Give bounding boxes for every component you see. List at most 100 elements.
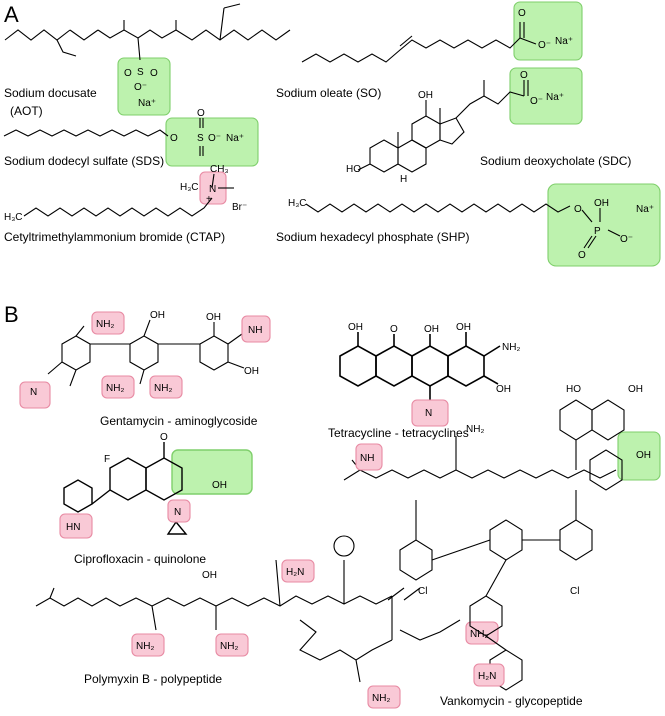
tetracycline-nh2: NH₂ <box>502 342 520 353</box>
vankomycin-oh-1: OH <box>636 450 651 461</box>
shp-oh: OH <box>594 198 609 209</box>
gentamycin-oh-3: OH <box>244 366 259 377</box>
so-o-minus: O⁻ <box>538 40 551 51</box>
sdc-structure <box>357 67 583 173</box>
tetracycline-oh-3: OH <box>456 322 471 333</box>
polymyxin-nh2-4: NH₂ <box>470 629 488 640</box>
shp-na: Na⁺ <box>636 204 654 215</box>
ciprofloxacin-caption: Ciprofloxacin - quinolone <box>74 552 207 566</box>
tetracycline-n: N <box>425 408 432 419</box>
aot-s-atom: S <box>137 67 144 78</box>
gentamycin-nh-highlight-2 <box>19 381 51 409</box>
shp-h3c: H₃C <box>288 198 307 209</box>
ctap-ch3: CH₃ <box>210 164 229 175</box>
sds-o-minus: O⁻ <box>208 133 221 144</box>
sds-s-atom: S <box>197 133 204 144</box>
sdc-h: H <box>400 174 407 185</box>
ctap-h3c: H₃C <box>180 182 199 193</box>
aot-o-atom-2: O <box>150 68 158 79</box>
aot-anionic-highlight <box>117 57 171 116</box>
tetracycline-structure <box>339 332 501 402</box>
ciprofloxacin-oh: OH <box>212 480 227 491</box>
gentamycin-nh2-highlight-3 <box>149 375 183 399</box>
shp-anionic-highlight <box>547 183 661 267</box>
sds-anionic-highlight <box>165 117 259 167</box>
ctap-h3c-tail: H₃C <box>4 212 23 223</box>
sdc-name: Sodium deoxycholate (SDC) <box>480 154 632 168</box>
shp-name: Sodium hexadecyl phosphate (SHP) <box>276 230 470 244</box>
gentamycin-nh-2: N <box>30 387 37 398</box>
vankomycin-nh-highlight <box>355 443 383 471</box>
sdc-o-atom: O <box>520 70 528 81</box>
polymyxin-oh: OH <box>202 570 217 581</box>
gentamycin-caption: Gentamycin - aminoglycoside <box>100 414 258 428</box>
vankomycin-cooh-highlight <box>617 431 661 481</box>
tetracycline-amine-highlight <box>411 399 449 427</box>
ctap-br: Br⁻ <box>232 202 247 213</box>
polymyxin-nh2-highlight-1 <box>281 559 315 583</box>
ciprofloxacin-cooh-highlight <box>171 449 253 495</box>
gentamycin-nh2-highlight-1 <box>91 311 125 335</box>
aot-na: Na⁺ <box>138 98 156 109</box>
vankomycin-oh-2: OH <box>628 384 643 395</box>
polymyxin-nh2-highlight-5 <box>367 685 401 709</box>
polymyxin-structure <box>35 535 461 683</box>
aot-o-atom-1: O <box>124 68 132 79</box>
gentamycin-nh2-3: NH₂ <box>154 383 172 394</box>
gentamycin-oh-2: OH <box>206 312 221 323</box>
aot-structure <box>4 3 291 116</box>
gentamycin-nh2-1: NH₂ <box>96 319 114 330</box>
polymyxin-caption: Polymyxin B - polypeptide <box>84 672 223 686</box>
sds-na: Na⁺ <box>226 133 244 144</box>
ciprofloxacin-o: O <box>160 432 168 443</box>
vankomycin-h2n-highlight <box>473 663 505 687</box>
tetracycline-caption: Tetracycline - tetracyclines <box>328 426 469 440</box>
tetracycline-o: O <box>390 324 398 335</box>
tetracycline-oh-1: OH <box>348 322 363 333</box>
shp-structure <box>305 183 661 267</box>
polymyxin-nh2-highlight-3 <box>215 633 249 657</box>
shp-o-ester: O <box>574 204 582 215</box>
sdc-na: Na⁺ <box>546 92 564 103</box>
polymyxin-nh2-2: NH₂ <box>136 641 154 652</box>
panel-a-letter: A <box>4 2 19 27</box>
polymyxin-h2n: H₂N <box>286 567 304 578</box>
shp-o-minus: O⁻ <box>620 234 633 245</box>
aot-abbr: (AOT) <box>10 104 43 118</box>
vankomycin-h2n: H₂N <box>478 671 496 682</box>
ciprofloxacin-f: F <box>104 454 110 465</box>
ciprofloxacin-hn: HN <box>66 522 80 533</box>
vankomycin-cl-1: Cl <box>418 586 427 597</box>
sds-structure <box>3 117 259 167</box>
polymyxin-nh2-5: NH₂ <box>372 693 390 704</box>
sds-name: Sodium dodecyl sulfate (SDS) <box>4 154 165 168</box>
sdc-oh: OH <box>418 90 433 101</box>
panel-b-letter: B <box>4 302 19 327</box>
polymyxin-nh2-3: NH₂ <box>220 641 238 652</box>
tetracycline-oh-2: OH <box>424 324 439 335</box>
ctap-name: Cetyltrimethylammonium bromide (CTAP) <box>4 230 226 244</box>
ctap-plus: + <box>206 194 212 205</box>
ctap-structure <box>23 171 234 217</box>
vankomycin-ho: HO <box>566 384 581 395</box>
aot-o-minus: O⁻ <box>134 82 147 93</box>
vankomycin-nh2-amide: NH₂ <box>466 424 484 435</box>
gentamycin-structure <box>47 319 245 387</box>
gentamycin-nh-highlight <box>241 315 271 343</box>
so-anionic-highlight <box>513 1 583 61</box>
so-structure <box>301 1 583 63</box>
sdc-ho: HO <box>346 164 361 175</box>
sds-o-atom-1: O <box>170 133 178 144</box>
so-name: Sodium oleate (SO) <box>276 86 382 100</box>
ciprofloxacin-n1: N <box>174 507 181 518</box>
vankomycin-caption: Vankomycin - glycopeptide <box>440 694 583 708</box>
shp-p: P <box>594 226 601 237</box>
polymyxin-nh2-highlight-2 <box>131 633 165 657</box>
so-na: Na⁺ <box>555 36 573 47</box>
vankomycin-cl-2: Cl <box>570 586 579 597</box>
gentamycin-nh2-2: NH₂ <box>106 383 124 394</box>
vankomycin-structure <box>343 399 661 691</box>
gentamycin-oh-1: OH <box>150 310 165 321</box>
